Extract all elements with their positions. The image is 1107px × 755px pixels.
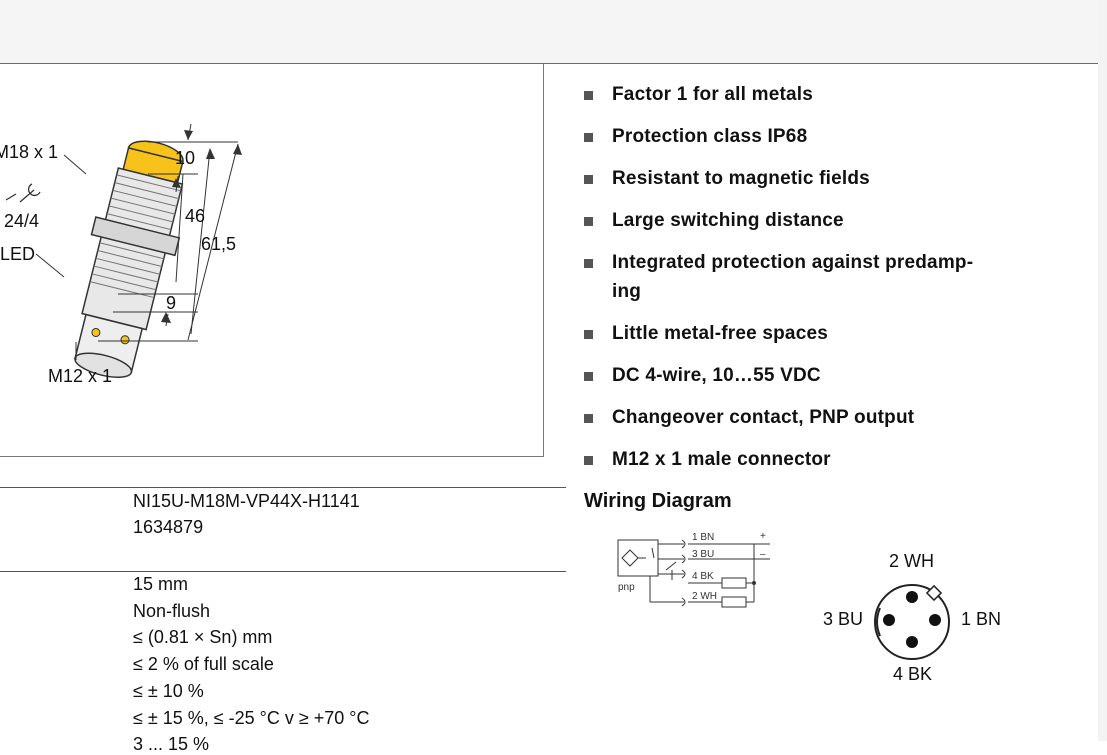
- bullet-square-icon: [584, 133, 593, 142]
- spec-value: 3 ... 15 %: [133, 734, 210, 754]
- thread-top-label: M18 x 1: [0, 142, 58, 162]
- bullet-square-icon: [584, 259, 593, 268]
- sensor-dimension-drawing: M18 x 1 24/4 LED M12 x 1 10 46 61,5 9: [0, 123, 242, 386]
- divider: [0, 487, 566, 488]
- svg-text:+: +: [760, 531, 766, 542]
- svg-text:3 BU: 3 BU: [692, 549, 714, 560]
- svg-text:2 WH: 2 WH: [692, 591, 717, 602]
- feature-item: M12 x 1 male connector: [582, 445, 1022, 474]
- feature-item: Resistant to magnetic fields: [582, 164, 1022, 193]
- sensor-body: [74, 140, 184, 378]
- feature-item: DC 4-wire, 10…55 VDC: [582, 361, 1022, 390]
- bullet-square-icon: [584, 217, 593, 226]
- spec-value: ≤ 2 % of full scale: [133, 654, 274, 674]
- type-code: NI15U-M18M-VP44X-H1141: [133, 491, 360, 511]
- dimension-46: 46: [185, 206, 205, 226]
- spec-value: ≤ (0.81 × Sn) mm: [133, 627, 273, 647]
- product-drawing-box: M18 x 1 24/4 LED M12 x 1 10 46 61,5 9: [0, 64, 544, 457]
- svg-text:4 BK: 4 BK: [692, 571, 714, 582]
- svg-text:1 BN: 1 BN: [692, 532, 714, 543]
- thread-bottom-label: M12 x 1: [48, 366, 112, 386]
- spec-value: ≤ ± 15 %, ≤ -25 °C v ≥ +70 °C: [133, 708, 370, 728]
- feature-list: Factor 1 for all metals Protection class…: [582, 80, 1022, 487]
- ident-number: 1634879: [133, 517, 204, 537]
- dimension-9: 9: [166, 293, 176, 313]
- pin-label-1bn: 1 BN: [961, 609, 1002, 629]
- scrollbar-track[interactable]: [1098, 0, 1107, 741]
- bullet-square-icon: [584, 372, 593, 381]
- dimension-61-5: 61,5: [201, 234, 236, 254]
- dimension-10: 10: [175, 148, 195, 168]
- connector-pin-layout: [874, 584, 950, 660]
- bullet-square-icon: [584, 330, 593, 339]
- feature-item: Protection class IP68: [582, 122, 1022, 151]
- pin-label-2wh: 2 WH: [889, 551, 934, 571]
- led-label: LED: [0, 244, 35, 264]
- feature-item: Little metal-free spaces: [582, 319, 1022, 348]
- wrench-icon: [5, 183, 41, 203]
- feature-item: Integrated protection against predamp-in…: [582, 248, 1022, 306]
- feature-item: Factor 1 for all metals: [582, 80, 1022, 109]
- wrench-size-label: 24/4: [4, 211, 39, 231]
- svg-text:pnp: pnp: [618, 582, 635, 593]
- spec-value: 15 mm: [133, 574, 189, 594]
- divider: [0, 571, 566, 572]
- spec-value: ≤ ± 10 %: [133, 681, 204, 701]
- bullet-square-icon: [584, 414, 593, 423]
- pin-label-4bk: 4 BK: [893, 664, 933, 684]
- feature-item: Changeover contact, PNP output: [582, 403, 1022, 432]
- viewer-top-bar: [0, 0, 1107, 64]
- feature-item: Large switching distance: [582, 206, 1022, 235]
- bullet-square-icon: [584, 175, 593, 184]
- bullet-square-icon: [584, 456, 593, 465]
- spec-value: Non-flush: [133, 601, 211, 621]
- pin-label-3bu: 3 BU: [823, 609, 864, 629]
- bullet-square-icon: [584, 91, 593, 100]
- wiring-schematic: 1 BN 3 BU 4 BK 2 WH + – pnp: [617, 531, 770, 608]
- wiring-diagram-title: Wiring Diagram: [584, 490, 732, 512]
- svg-text:–: –: [760, 549, 766, 560]
